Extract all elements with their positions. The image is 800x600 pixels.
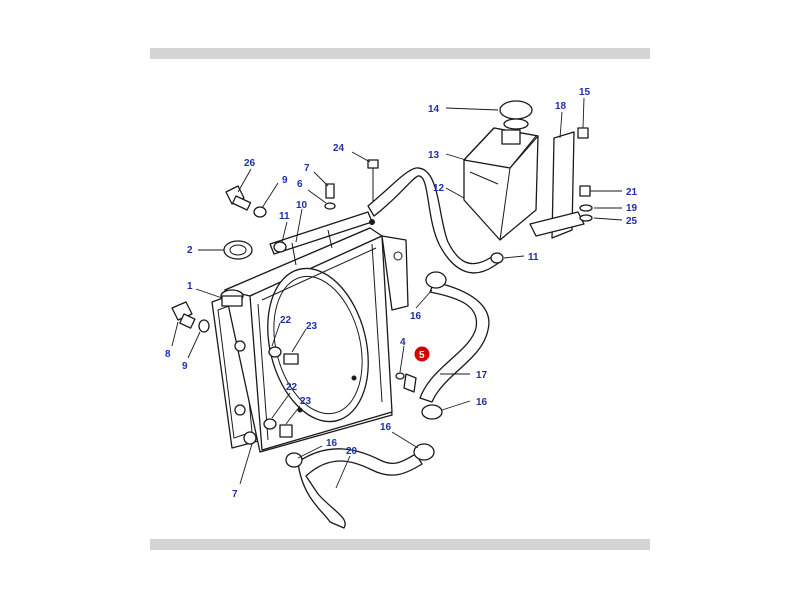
top-divider-bar [150,48,650,59]
callout-16-b: 16 [380,422,392,433]
callout-9: 9 [282,175,288,186]
callout-1: 1 [187,281,193,292]
callout-4: 4 [400,337,406,348]
callout-10: 10 [296,200,308,211]
loose-fittings [171,159,417,438]
callout-6: 6 [297,179,303,190]
callout-24: 24 [333,143,345,154]
callout-9-lower: 9 [182,361,188,372]
radiator-assembly [211,211,409,453]
callout-23: 23 [306,321,318,332]
callout-16-d: 16 [410,311,422,322]
expansion-tank [463,100,608,264]
callout-14: 14 [428,104,440,115]
callout-7-lower: 7 [232,489,238,500]
callout-11-tank: 11 [528,252,539,263]
callout-23-lower: 23 [300,396,312,407]
callout-20: 20 [346,446,358,457]
callout-16-c: 16 [476,397,488,408]
bottom-divider-bar [150,539,650,550]
callout-5: 5 [419,350,425,361]
callout-7: 7 [304,163,310,174]
callout-25: 25 [626,216,638,227]
callout-15: 15 [579,87,591,98]
callout-17: 17 [476,370,488,381]
callout-8: 8 [165,349,171,360]
callout-22-lower: 22 [286,382,298,393]
leader-lines [171,97,623,489]
callout-labels: 26 9 7 6 24 10 11 2 1 8 9 22 23 22 23 7 … [165,87,638,500]
callout-16: 16 [326,438,338,449]
selected-part-marker [414,346,430,362]
callout-21: 21 [626,187,638,198]
callout-11: 11 [279,211,290,222]
callout-19: 19 [626,203,638,214]
callout-12: 12 [433,183,445,194]
callout-18: 18 [555,101,567,112]
callout-2: 2 [187,245,193,256]
callout-26: 26 [244,158,256,169]
callout-22: 22 [280,315,292,326]
callout-13: 13 [428,150,440,161]
hoses [285,167,501,529]
